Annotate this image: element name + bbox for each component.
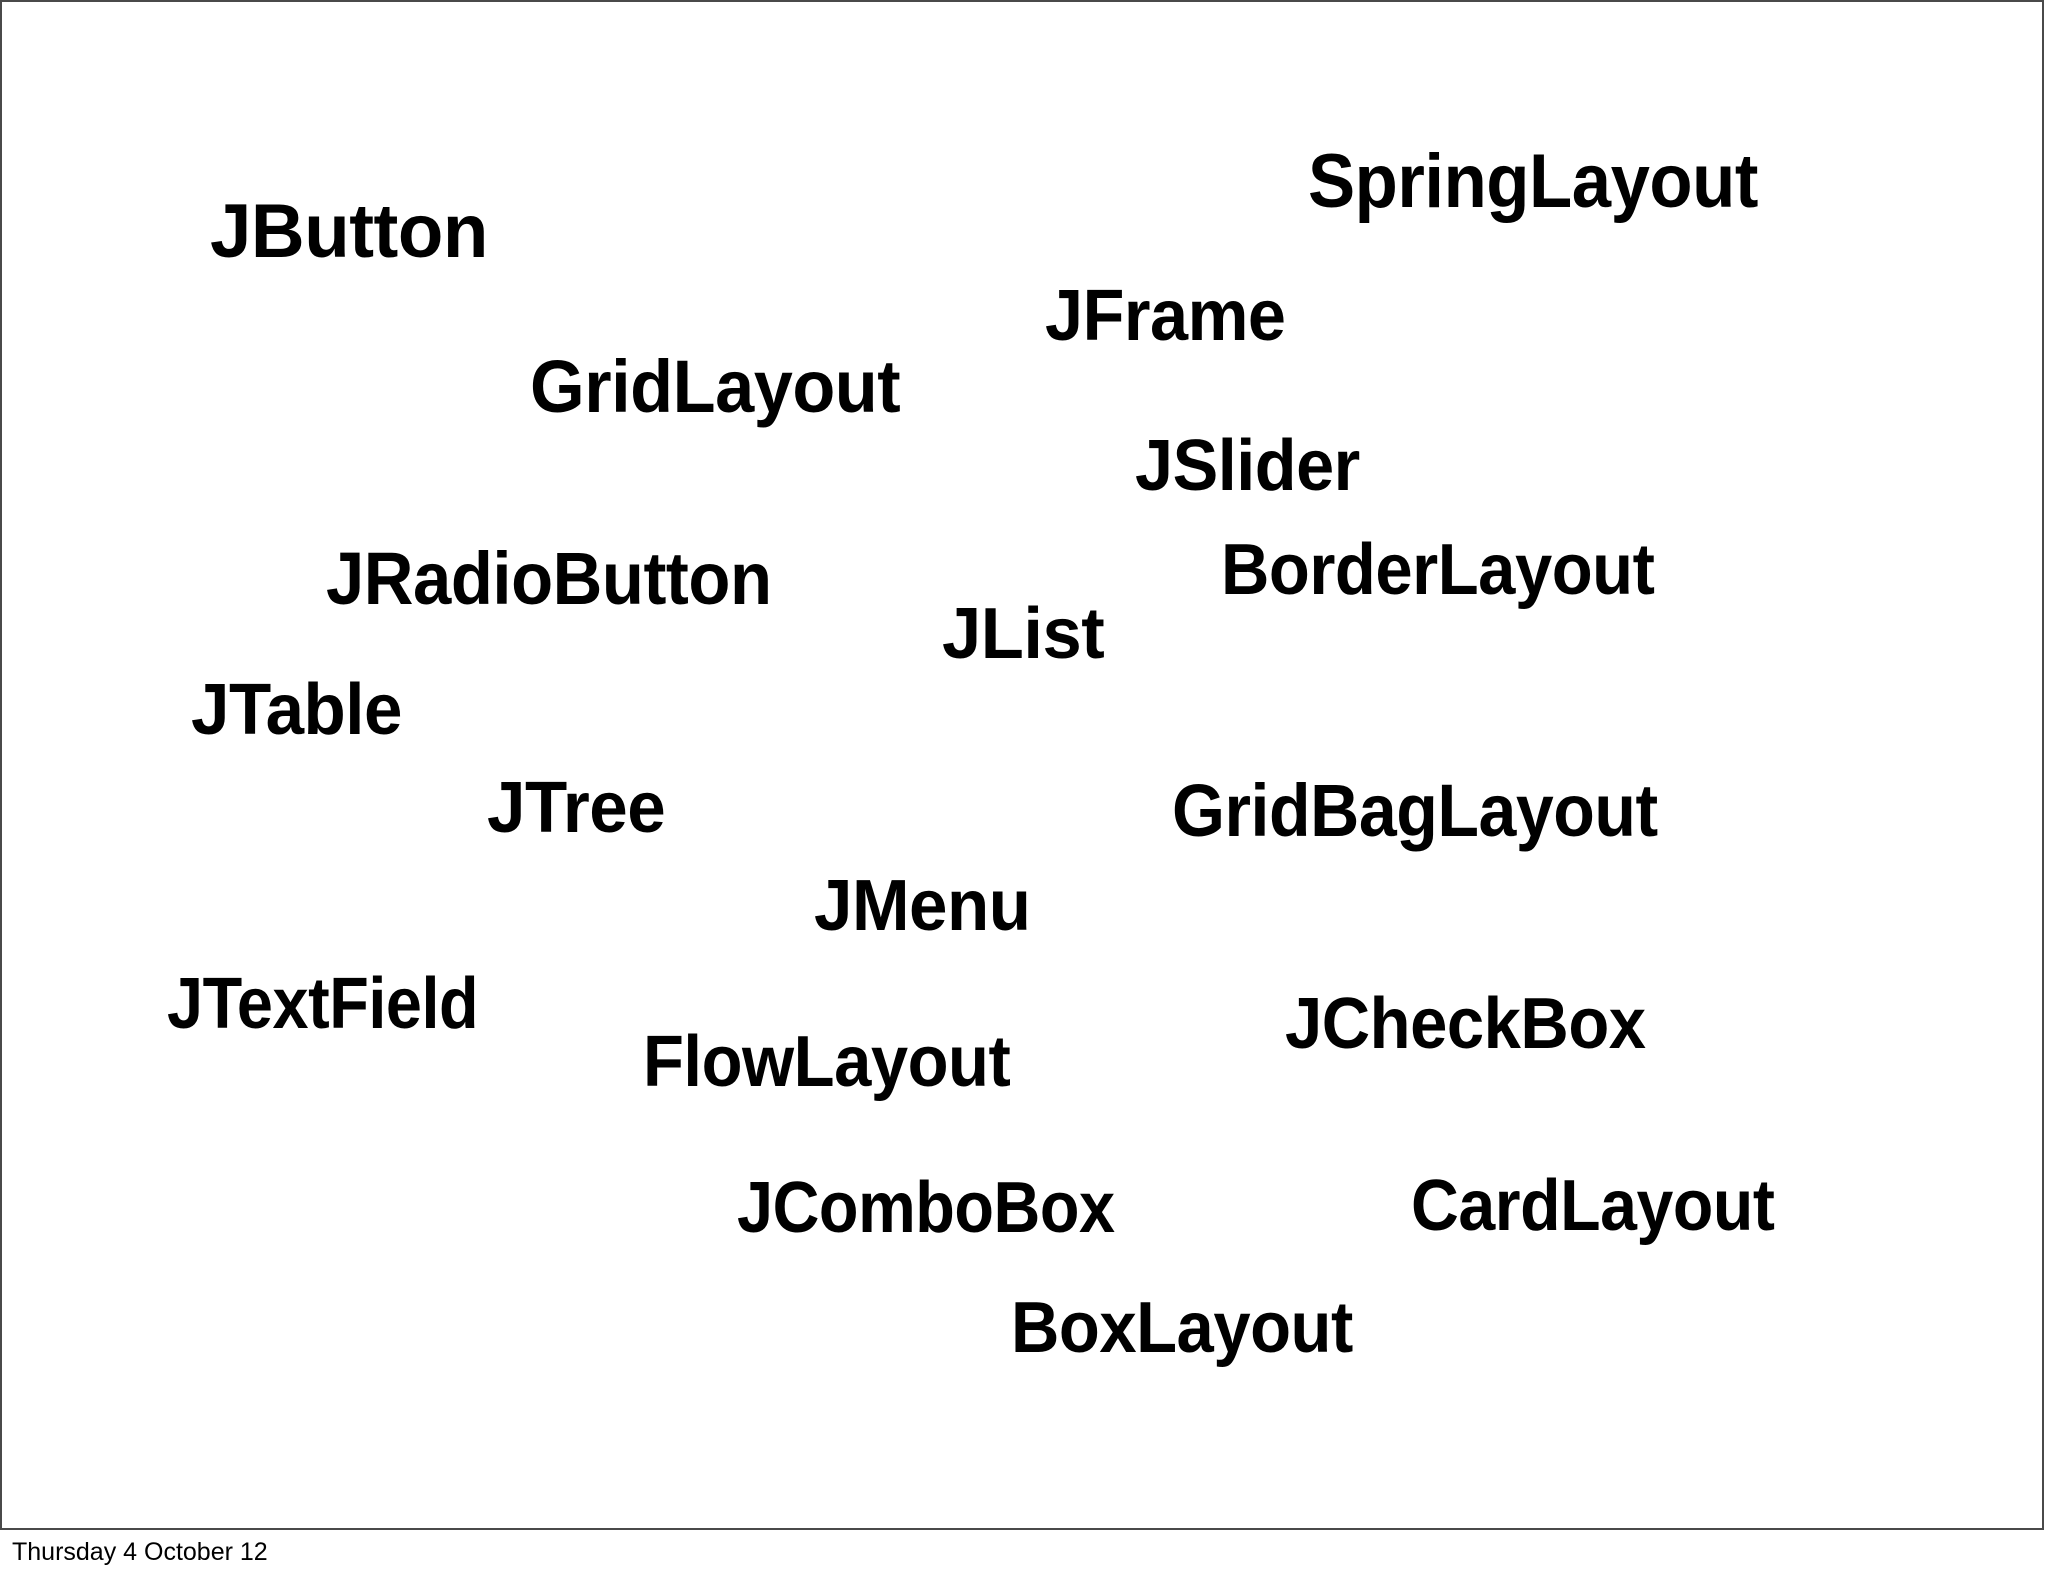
word-cloud-item: FlowLayout: [643, 1022, 1011, 1102]
word-cloud-item: CardLayout: [1411, 1166, 1775, 1246]
word-cloud-item: JCheckBox: [1285, 984, 1646, 1064]
word-cloud-item: GridBagLayout: [1172, 769, 1658, 852]
word-cloud-item: JMenu: [814, 866, 1031, 946]
word-cloud-item: BoxLayout: [1011, 1288, 1353, 1368]
word-cloud-item: JButton: [210, 189, 488, 274]
slide-footer: Thursday 4 October 12: [0, 1532, 2048, 1576]
word-cloud-item: JRadioButton: [326, 537, 772, 620]
word-cloud-item: SpringLayout: [1308, 139, 1758, 224]
word-cloud-item: JList: [942, 594, 1105, 674]
word-cloud-item: GridLayout: [530, 345, 901, 428]
word-cloud-item: JTable: [191, 670, 402, 750]
footer-date-label: Thursday 4 October 12: [12, 1538, 268, 1566]
word-cloud-item: JTextField: [167, 964, 479, 1044]
word-cloud-item: JComboBox: [737, 1168, 1115, 1248]
word-cloud-item: JTree: [487, 768, 666, 848]
word-cloud-item: JSlider: [1135, 426, 1360, 506]
word-cloud-item: BorderLayout: [1221, 530, 1655, 610]
word-cloud-item: JFrame: [1045, 276, 1286, 356]
